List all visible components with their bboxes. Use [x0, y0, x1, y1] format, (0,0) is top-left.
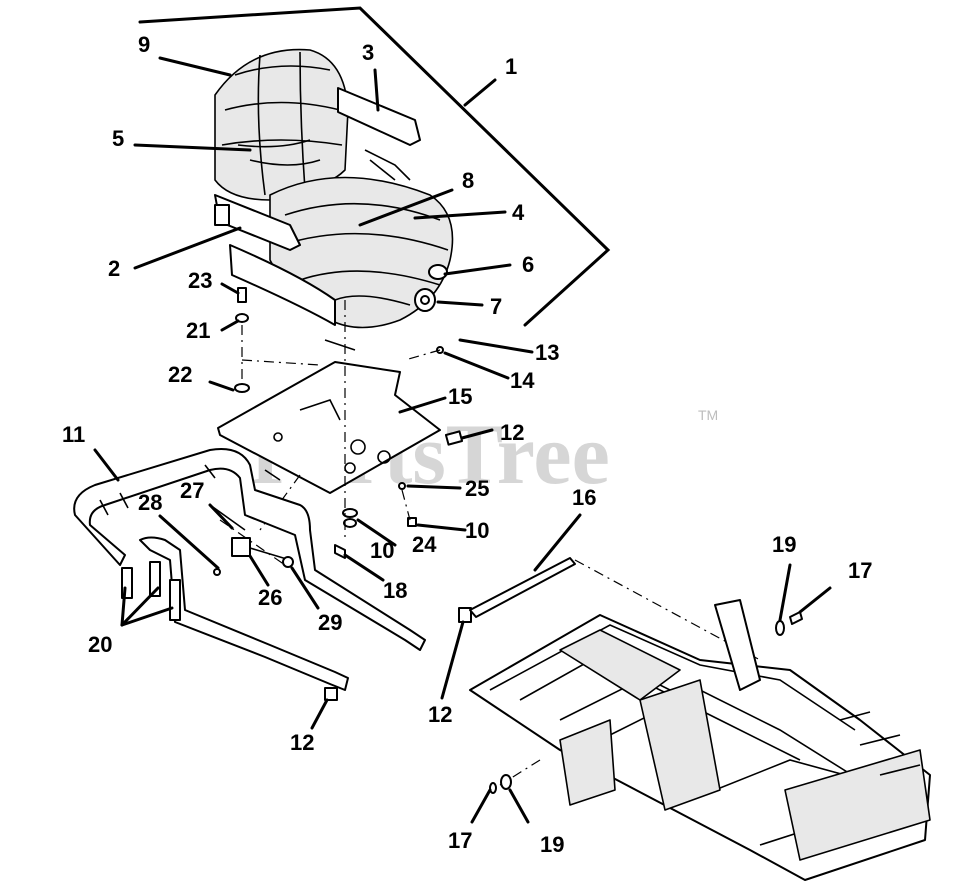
callout-labels: 1 2 3 4 5 6 7 8 9 10 10 11 12 12 12 13 1… [62, 32, 872, 857]
callout-4: 4 [512, 200, 525, 225]
seat [214, 48, 454, 329]
callout-10a: 10 [370, 538, 394, 563]
callout-18: 18 [383, 578, 407, 603]
callout-11: 11 [62, 422, 85, 447]
callout-19b: 19 [540, 832, 564, 857]
callout-1: 1 [505, 54, 517, 79]
callout-26: 26 [258, 585, 282, 610]
callout-22: 22 [168, 362, 192, 387]
callout-17b: 17 [448, 828, 472, 853]
callout-14: 14 [510, 368, 535, 393]
callout-9: 9 [138, 32, 150, 57]
callout-6: 6 [522, 252, 534, 277]
callout-27: 27 [180, 478, 204, 503]
callout-7: 7 [490, 294, 502, 319]
chassis-frame [469, 599, 931, 881]
callout-2: 2 [108, 256, 120, 281]
bushings [324, 430, 472, 701]
callout-8: 8 [462, 168, 474, 193]
callout-20: 20 [88, 632, 112, 657]
rod [469, 557, 576, 618]
callout-16: 16 [572, 485, 596, 510]
seat-frame-tube [73, 448, 426, 691]
callout-12c: 12 [290, 730, 314, 755]
callout-17a: 17 [848, 558, 872, 583]
pins-washers [489, 611, 803, 794]
seat-assembly-bracket [138, 6, 611, 327]
leader-lines [93, 56, 832, 824]
callout-23: 23 [188, 268, 212, 293]
seat-plate [217, 361, 441, 494]
alignment-lines [219, 300, 761, 786]
callout-5: 5 [112, 126, 124, 151]
callout-12a: 12 [500, 420, 524, 445]
callout-29: 29 [318, 610, 342, 635]
callout-10b: 10 [465, 518, 489, 543]
callout-24: 24 [412, 532, 437, 557]
callout-15: 15 [448, 384, 472, 409]
callout-25: 25 [465, 476, 489, 501]
watermark-trademark: TM [698, 407, 718, 423]
callout-13: 13 [535, 340, 559, 365]
hardware [234, 287, 444, 559]
callout-19a: 19 [772, 532, 796, 557]
callout-21: 21 [186, 318, 210, 343]
callout-12b: 12 [428, 702, 452, 727]
callout-3: 3 [362, 40, 374, 65]
callout-28: 28 [138, 490, 162, 515]
